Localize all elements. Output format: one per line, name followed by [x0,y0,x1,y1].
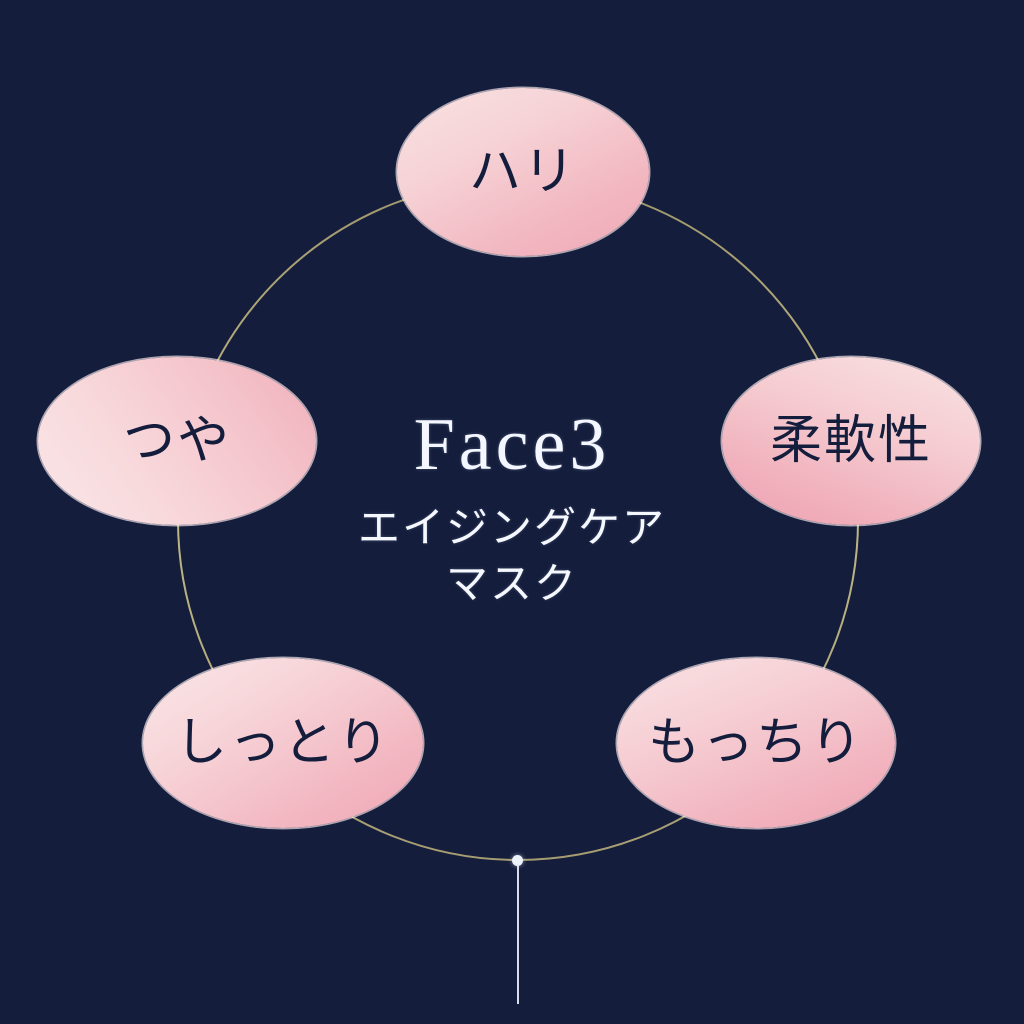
stem-node-dot [512,855,523,866]
petal-label-bottom-left: しっとり [174,713,391,773]
petal-label-left: つや [122,411,231,471]
petal-label-top: ハリ [468,142,577,202]
petal-bottom-left: しっとり [143,658,423,828]
petal-label-right: 柔軟性 [769,411,932,471]
petal-top: ハリ [397,88,649,256]
stem-line [517,864,519,1004]
petal-left: つや [38,357,316,525]
petal-right: 柔軟性 [722,357,980,525]
petal-label-bottom-right: もっちり [647,713,864,773]
petal-bottom-right: もっちり [617,658,895,828]
